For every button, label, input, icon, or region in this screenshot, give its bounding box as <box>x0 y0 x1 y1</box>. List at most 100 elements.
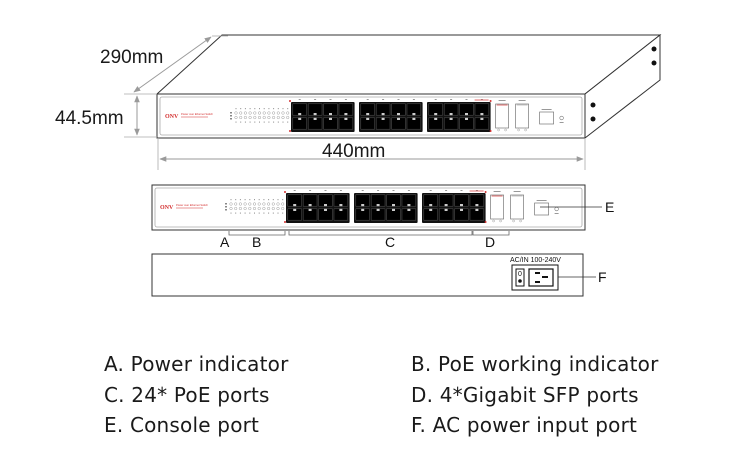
sfp-port[interactable] <box>490 194 504 220</box>
port-marker <box>484 221 487 223</box>
poe-led <box>252 206 256 210</box>
callout-d: D <box>485 234 495 250</box>
rj45-latch <box>429 208 433 211</box>
led-number <box>249 108 251 110</box>
poe-led <box>262 206 266 210</box>
rj45-latch <box>397 113 400 116</box>
rj45-port[interactable] <box>375 103 391 116</box>
rack-hole <box>590 116 596 122</box>
rj45-port[interactable] <box>391 103 406 116</box>
led-number <box>258 199 260 201</box>
rj45-port[interactable] <box>406 103 422 116</box>
ac-socket[interactable] <box>528 268 554 287</box>
led-number <box>239 212 241 214</box>
sfp-led <box>492 219 495 223</box>
rj45-port[interactable] <box>292 103 307 116</box>
poe-led <box>281 111 285 115</box>
rj45-latch <box>324 204 327 207</box>
port-number <box>475 190 478 191</box>
rj45-latch <box>329 117 332 120</box>
led-number <box>244 121 246 123</box>
power-input-label: AC/IN 100-240V <box>510 257 561 264</box>
switch-on-mark <box>518 279 522 283</box>
led-number <box>235 108 237 110</box>
brand-logo: ONV <box>160 205 174 211</box>
poe-led <box>286 111 290 115</box>
rack-hole <box>651 46 657 52</box>
power-indicator-label <box>225 209 227 211</box>
rj45-port[interactable] <box>459 103 474 116</box>
power-switch[interactable] <box>515 268 525 287</box>
led-number <box>254 108 256 110</box>
reset-button[interactable] <box>554 206 559 212</box>
rj45-latch <box>475 204 479 207</box>
poe-led <box>262 202 266 206</box>
rj45-latch <box>429 204 433 207</box>
port-marker <box>489 130 492 132</box>
rj45-port[interactable] <box>360 103 375 116</box>
rj45-port[interactable] <box>307 103 323 116</box>
led-number <box>277 199 279 201</box>
port-number <box>377 190 380 191</box>
sfp-led <box>499 219 502 223</box>
rj45-latch <box>344 117 348 120</box>
rj45-port[interactable] <box>338 103 354 116</box>
legend-item-f: F. AC power input port <box>411 413 638 437</box>
rj45-port[interactable] <box>474 103 490 116</box>
led-number <box>263 199 265 201</box>
rj45-latch <box>475 208 479 211</box>
port-number <box>361 190 364 191</box>
port-marker <box>284 191 286 193</box>
sfp-led <box>517 128 520 132</box>
poe-led <box>243 206 247 210</box>
rj45-port[interactable] <box>443 103 459 116</box>
port-number <box>324 190 327 191</box>
port-group <box>422 193 486 223</box>
led-number <box>268 199 270 201</box>
led-number <box>249 121 251 123</box>
led-number <box>277 121 279 123</box>
poe-led <box>276 202 280 206</box>
rj45-latch <box>376 204 380 207</box>
sfp-port[interactable] <box>510 194 524 220</box>
brand-logo: ONV <box>165 114 179 120</box>
port-number <box>429 190 432 191</box>
switch-off-mark: 0 <box>518 271 522 278</box>
rj45-latch <box>412 117 416 120</box>
poe-led <box>253 111 257 115</box>
sfp-led <box>497 128 500 132</box>
rj45-latch <box>329 113 332 116</box>
console-port[interactable] <box>539 111 554 125</box>
sfp-port[interactable] <box>495 103 509 129</box>
port-group <box>286 193 350 223</box>
port-number <box>397 99 400 100</box>
poe-led <box>234 202 238 206</box>
console-label <box>536 200 547 201</box>
rj45-port[interactable] <box>323 103 338 116</box>
led-number <box>287 121 289 123</box>
poe-led <box>229 206 233 210</box>
rj45-latch <box>412 113 416 116</box>
poe-led <box>243 111 247 115</box>
callout-c: C <box>385 234 395 250</box>
rj45-port[interactable] <box>428 103 443 116</box>
power-indicator-label <box>230 115 232 117</box>
port-number <box>382 99 385 100</box>
rj45-latch <box>392 204 395 207</box>
rj45-latch <box>293 208 297 211</box>
reset-button[interactable] <box>559 115 564 121</box>
console-label <box>541 109 552 110</box>
sfp-port[interactable] <box>515 103 529 129</box>
reset-label <box>559 122 564 123</box>
port-number <box>314 99 317 100</box>
console-port[interactable] <box>534 202 549 216</box>
poe-led <box>281 115 285 119</box>
poe-led <box>276 111 280 115</box>
led-number <box>282 108 284 110</box>
led-number <box>230 212 232 214</box>
poe-led <box>262 115 266 119</box>
led-number <box>235 121 237 123</box>
rj45-latch <box>480 113 484 116</box>
